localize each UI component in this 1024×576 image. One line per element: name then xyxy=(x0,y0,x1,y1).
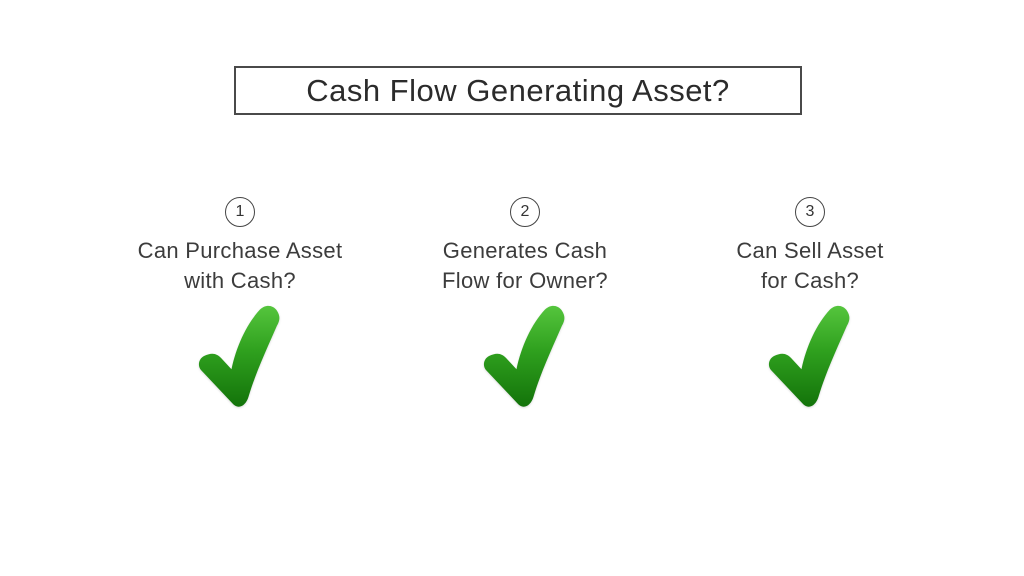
step-question: Generates Cash Flow for Owner? xyxy=(442,236,608,296)
step-question: Can Purchase Asset with Cash? xyxy=(138,236,343,296)
step-question-line2: with Cash? xyxy=(184,268,296,293)
page-title: Cash Flow Generating Asset? xyxy=(306,72,730,108)
green-checkmark-icon xyxy=(481,304,569,410)
green-checkmark-icon xyxy=(766,304,854,410)
step-question-line2: for Cash? xyxy=(760,268,860,293)
step-number: 2 xyxy=(520,203,530,220)
title-box: Cash Flow Generating Asset? xyxy=(234,66,802,115)
step-number-badge: 1 xyxy=(225,197,255,227)
step-column-2: 2 Generates Cash Flow for Owner? xyxy=(405,197,645,410)
step-question-line1: Generates Cash xyxy=(442,238,608,263)
green-checkmark-icon xyxy=(196,304,284,410)
step-question-line1: Can Purchase Asset xyxy=(137,238,343,263)
step-number-badge: 2 xyxy=(510,197,540,227)
step-number: 1 xyxy=(235,203,245,220)
step-question-line2: Flow for Owner? xyxy=(442,268,608,293)
step-column-3: 3 Can Sell Asset for Cash? xyxy=(690,197,930,410)
step-number-badge: 3 xyxy=(795,197,825,227)
step-question: Can Sell Asset for Cash? xyxy=(736,236,883,296)
step-column-1: 1 Can Purchase Asset with Cash? xyxy=(120,197,360,410)
step-question-line1: Can Sell Asset xyxy=(736,238,884,263)
step-number: 3 xyxy=(805,203,815,220)
